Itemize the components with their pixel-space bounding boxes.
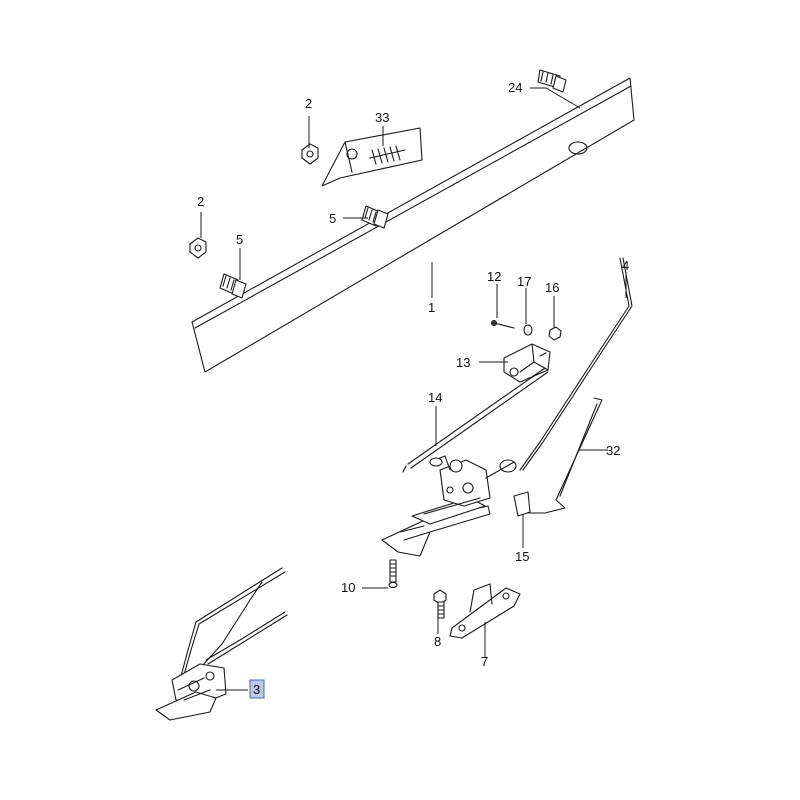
- part-1-trim-bar: [191, 77, 635, 373]
- part-5-bolt-lower: [219, 273, 247, 299]
- callout-2-upper: 2: [305, 96, 312, 111]
- part-5-bolt-upper: [361, 205, 389, 229]
- callout-5-lower: 5: [236, 232, 243, 247]
- callout-labels: 1 2 33 24 2 5 5 12 17 16 4 13 14 32 15 1…: [197, 80, 629, 697]
- part-33-bracket: [321, 127, 423, 187]
- callout-5-upper: 5: [329, 211, 336, 226]
- main-latch-assembly: [381, 455, 531, 557]
- leader-lines: [200, 87, 627, 691]
- part-16-nut: [548, 326, 562, 341]
- callout-15: 15: [515, 549, 529, 564]
- callout-16: 16: [545, 280, 559, 295]
- callout-1: 1: [428, 300, 435, 315]
- part-8-bolt: [433, 589, 447, 619]
- part-2-nut-lower: [189, 237, 207, 259]
- part-24-bolt: [537, 69, 567, 93]
- callout-24: 24: [508, 80, 522, 95]
- part-14-rod: [402, 367, 549, 473]
- callout-2-lower: 2: [197, 194, 204, 209]
- part-2-nut-upper: [301, 143, 319, 165]
- part-10-bolt: [388, 559, 398, 589]
- callout-8: 8: [434, 634, 441, 649]
- part-3-latch-assembly: [155, 567, 288, 721]
- callout-12: 12: [487, 269, 501, 284]
- callout-4: 4: [622, 258, 629, 273]
- callout-33: 33: [375, 110, 389, 125]
- callout-10: 10: [341, 580, 355, 595]
- part-13-actuator: [503, 343, 551, 383]
- part-7-striker-plate: [449, 583, 521, 639]
- part-12-screw: [491, 320, 515, 329]
- callout-17: 17: [517, 274, 531, 289]
- callout-32: 32: [606, 443, 620, 458]
- callout-13: 13: [456, 355, 470, 370]
- callout-3-highlight: [249, 679, 265, 699]
- callout-14: 14: [428, 390, 442, 405]
- part-17-washer: [523, 324, 533, 336]
- callout-7: 7: [481, 654, 488, 669]
- callout-3: 3: [253, 682, 260, 697]
